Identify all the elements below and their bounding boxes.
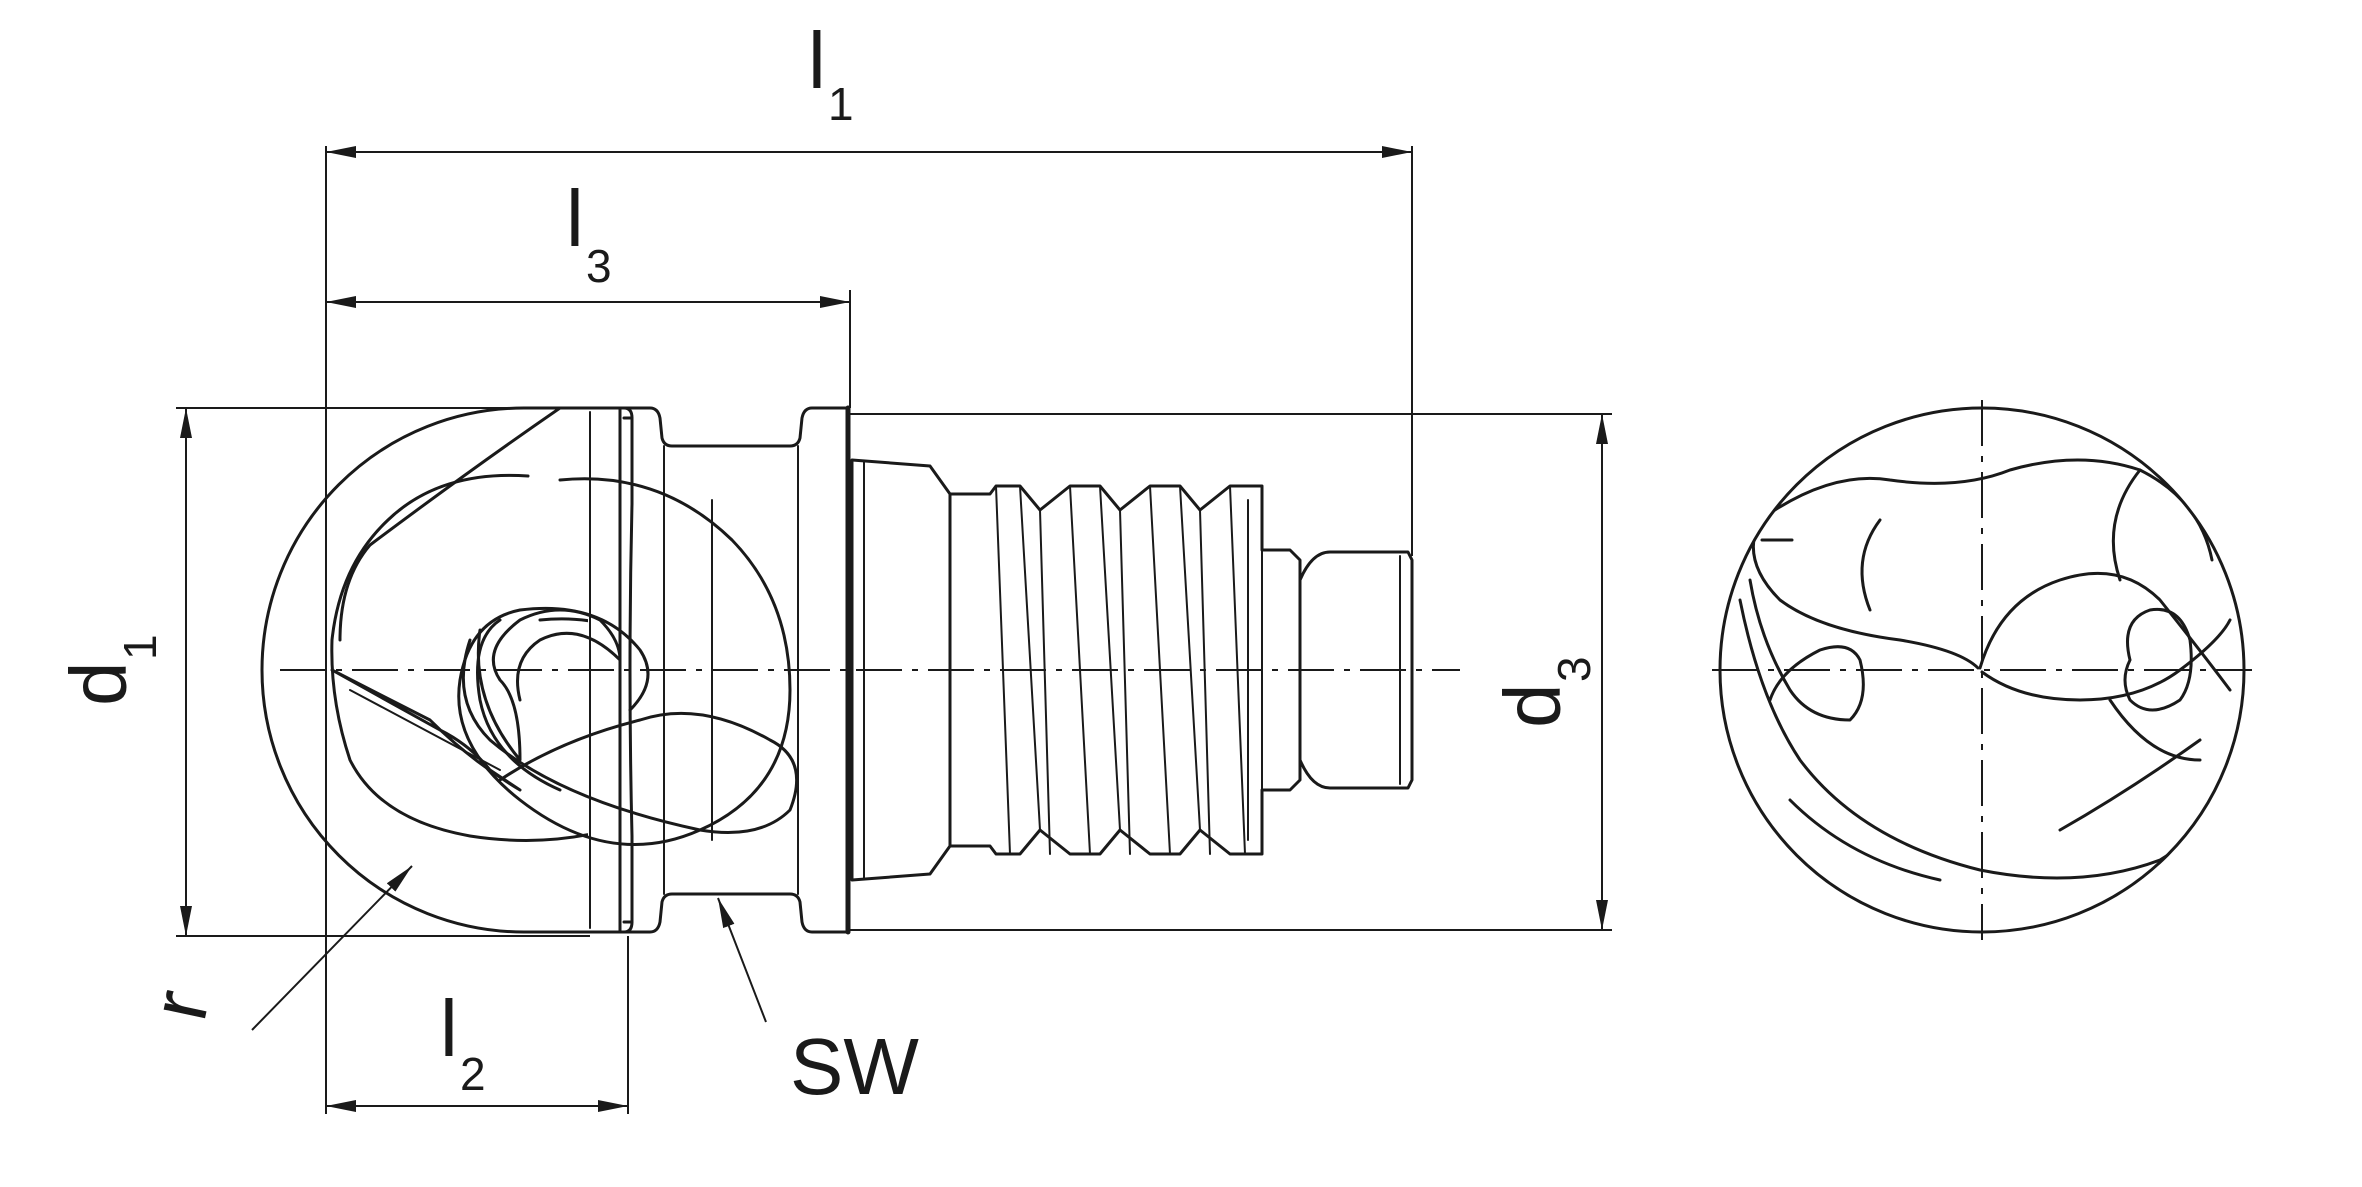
leader-sw	[717, 897, 767, 1023]
dimensions: l 1 l 3 l 2 d 1 d 3 r SW	[54, 16, 1612, 1114]
label-d3: d	[1488, 684, 1577, 729]
label-d1: d	[54, 662, 143, 707]
leader-r	[251, 865, 413, 1031]
label-l1: l	[808, 16, 826, 105]
pilot-spigot	[1298, 550, 1414, 790]
side-view	[260, 405, 1460, 935]
label-d1-sub: 1	[114, 634, 166, 660]
label-sw: SW	[790, 1022, 919, 1111]
label-l2: l	[440, 984, 458, 1073]
label-r: r	[133, 983, 226, 1028]
label-l3: l	[566, 174, 584, 263]
label-l1-sub: 1	[828, 78, 854, 130]
label-d3-sub: 3	[1548, 656, 1600, 682]
label-l3-sub: 3	[586, 240, 612, 292]
label-l2-sub: 2	[460, 1048, 486, 1100]
end-view	[1712, 400, 2252, 940]
